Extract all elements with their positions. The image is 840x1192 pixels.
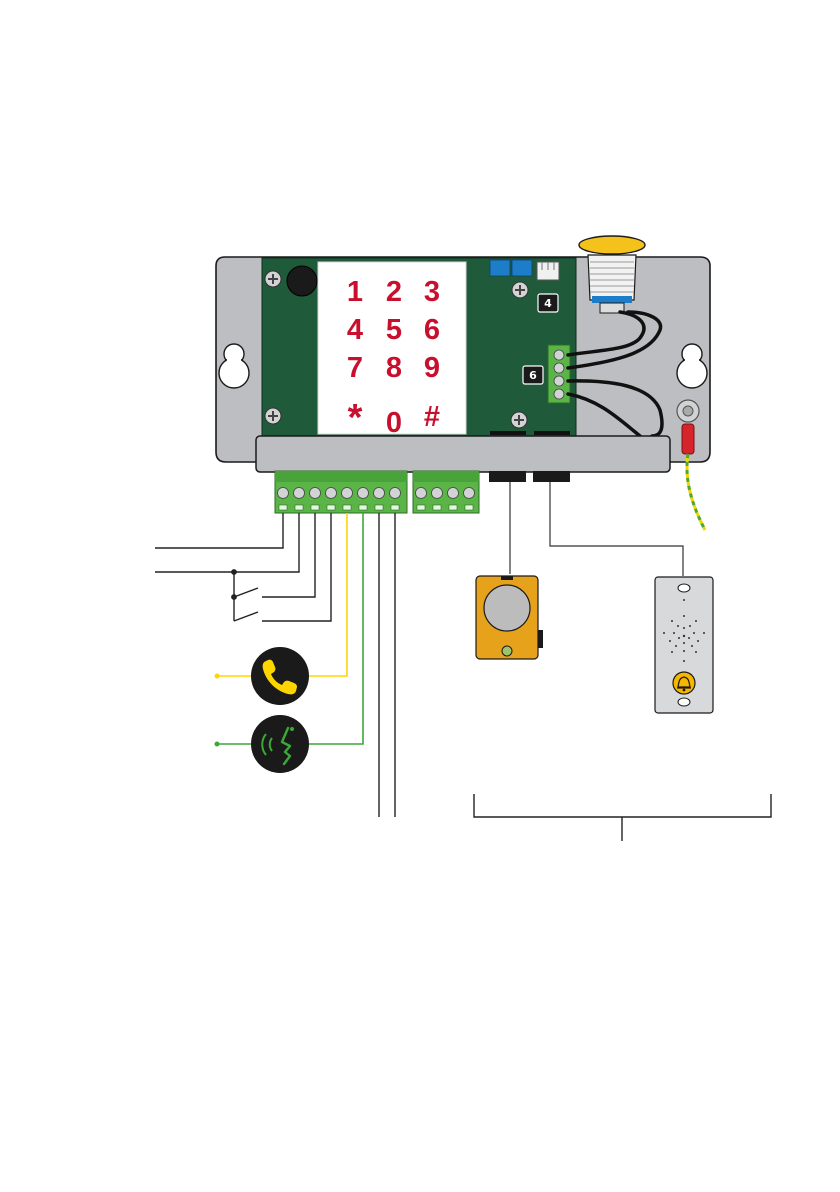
key-5: 5 bbox=[386, 314, 402, 346]
screw-icon bbox=[265, 271, 281, 287]
earth-wire bbox=[687, 454, 705, 530]
key-9: 9 bbox=[424, 352, 440, 384]
key-hash: # bbox=[424, 401, 440, 433]
panel-connector bbox=[533, 471, 570, 482]
switch-contacts bbox=[232, 570, 258, 621]
bell-icon bbox=[673, 672, 695, 694]
bottom-lid bbox=[256, 436, 670, 472]
white-header-connector bbox=[537, 262, 559, 280]
screw-icon bbox=[512, 282, 528, 298]
callout-label-6: 6 bbox=[529, 369, 537, 382]
keypad-keys: 1 2 3 4 5 6 7 8 9 * 0 # bbox=[347, 276, 440, 439]
callout-badge-6: 6 bbox=[523, 366, 543, 384]
key-6: 6 bbox=[424, 314, 440, 346]
key-2: 2 bbox=[386, 276, 402, 308]
terminal-block-aux bbox=[413, 471, 479, 513]
input-wires bbox=[155, 513, 331, 621]
key-7: 7 bbox=[347, 352, 363, 384]
device-bracket bbox=[474, 794, 771, 841]
callout-label-4: 4 bbox=[544, 297, 552, 310]
screw-icon bbox=[511, 412, 527, 428]
speaking-head-icon bbox=[251, 715, 309, 773]
key-8: 8 bbox=[386, 352, 402, 384]
loudspeaker-unit bbox=[476, 482, 543, 659]
callout-badge-4: 4 bbox=[538, 294, 558, 312]
key-star: * bbox=[348, 397, 363, 439]
buzzer bbox=[287, 266, 317, 296]
key-3: 3 bbox=[424, 276, 440, 308]
terminal-block-main bbox=[275, 471, 407, 513]
handset-icon bbox=[251, 647, 309, 705]
key-0: 0 bbox=[386, 407, 402, 439]
output-wires bbox=[379, 513, 395, 817]
intercom-panel bbox=[550, 482, 713, 713]
key-1: 1 bbox=[347, 276, 363, 308]
key-4: 4 bbox=[347, 314, 363, 346]
speaker-connector bbox=[489, 471, 526, 482]
screw-icon bbox=[265, 408, 281, 424]
